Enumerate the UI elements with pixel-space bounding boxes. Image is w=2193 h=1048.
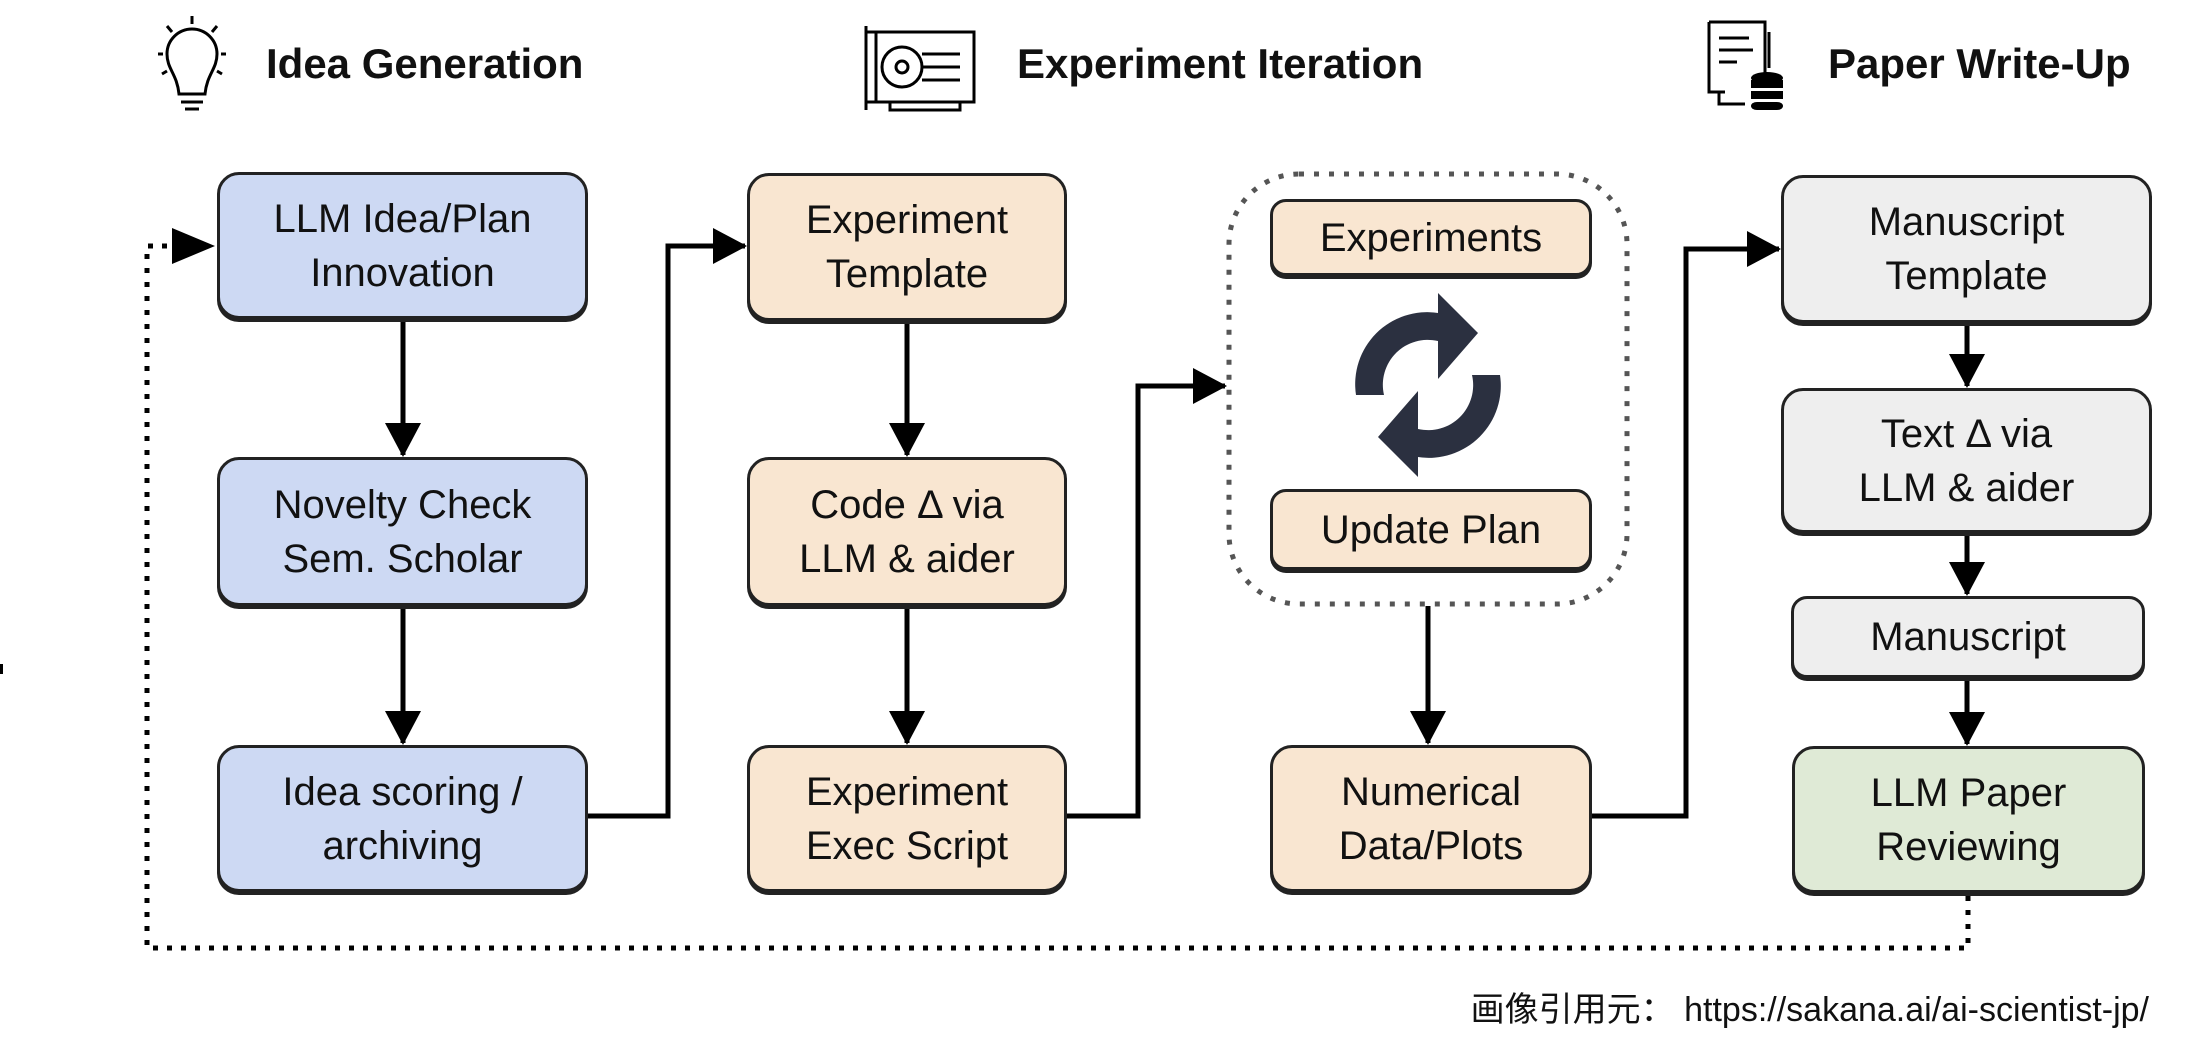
box-manuscript: Manuscript [1791,596,2145,678]
stray-mark [0,664,3,674]
feedback-arrowhead [172,228,215,264]
box-code-delta: Code Δ via LLM & aider [747,457,1067,606]
box-numerical-data: Numerical Data/Plots [1270,745,1592,892]
box-experiments: Experiments [1270,199,1592,276]
lightbulb-icon [158,16,226,111]
box-idea-scoring: Idea scoring / archiving [217,745,588,892]
box-manuscript-template: Manuscript Template [1781,175,2152,323]
box-novelty-check: Novelty Check Sem. Scholar [217,457,588,606]
box-experiment-template: Experiment Template [747,173,1067,321]
gpu-card-icon [864,26,976,112]
header-idea-generation: Idea Generation [266,40,584,87]
header-experiment-iteration: Experiment Iteration [1017,40,1424,87]
box-exec-script: Experiment Exec Script [747,745,1067,892]
source-credit: 画像引用元： https://sakana.ai/ai-scientist-jp… [1470,991,2149,1029]
arrow-numerical-mstemplate [1592,231,1781,819]
box-update-plan: Update Plan [1270,489,1592,570]
header-paper-write-up: Paper Write-Up [1828,40,2131,87]
iteration-loop-group [1226,171,1630,607]
box-llm-idea-plan: LLM Idea/Plan Innovation [217,172,588,319]
cycle-icon [1355,293,1501,477]
arrow-scoring-template [588,228,747,819]
box-llm-paper-reviewing: LLM Paper Reviewing [1792,746,2145,893]
document-database-icon [1707,20,1783,110]
box-text-delta: Text Δ via LLM & aider [1781,388,2152,533]
arrow-exec-loop [1067,368,1227,819]
